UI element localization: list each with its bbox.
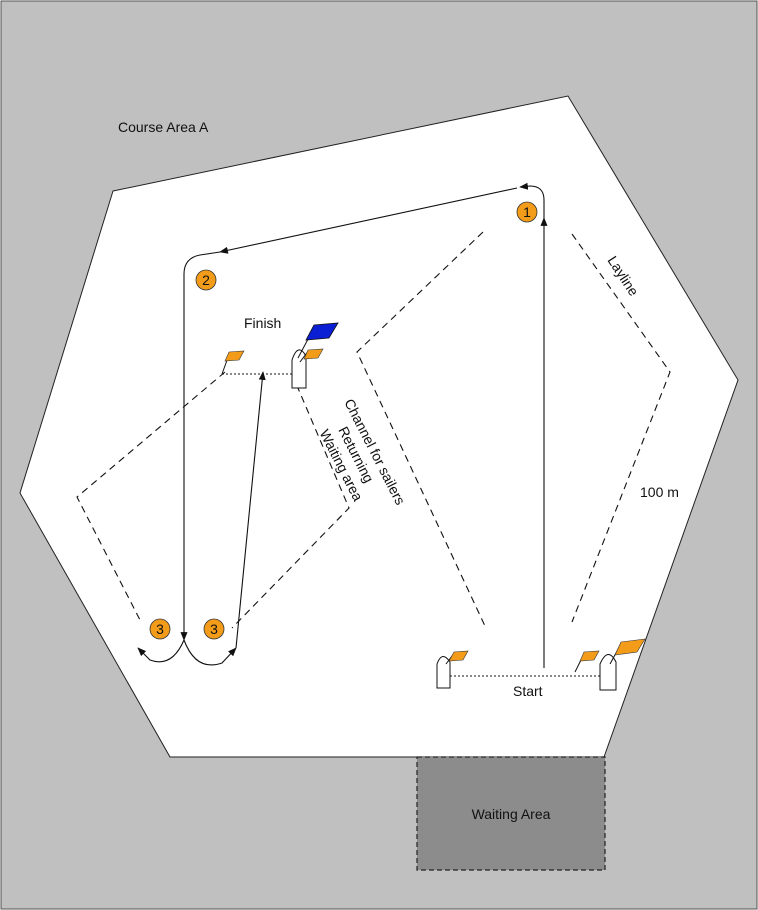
committee-boat-flag: [609, 638, 646, 665]
finish-pin-flag: [221, 350, 245, 375]
finish-blue-flag: [297, 322, 339, 359]
finish-label: Finish: [244, 315, 281, 331]
finish-boat-orange-flag: [299, 348, 324, 363]
channel-right-edge: [231, 373, 350, 629]
mark-3-right-number: 3: [210, 621, 218, 637]
mark-2: 2: [195, 269, 217, 291]
layline-right: [571, 233, 671, 623]
mark-1: 1: [516, 201, 538, 223]
start-orange-flag: [574, 650, 600, 673]
mark-3-left: 3: [149, 618, 171, 640]
start-label: Start: [513, 683, 543, 699]
waiting-area-box: [416, 756, 606, 871]
committee-boat: [599, 654, 617, 691]
mark-1-number: 1: [523, 204, 531, 220]
returning-channel: [76, 371, 350, 629]
route-mark-2-to-mark-3: [180, 251, 221, 641]
mark-2-number: 2: [202, 272, 210, 288]
route-loop-left: [137, 639, 185, 663]
start-pin-boat: [436, 656, 451, 689]
route-loop-right: [183, 639, 237, 666]
layline-left: [356, 231, 486, 627]
laylines: [356, 231, 671, 627]
start-pin-flag: [445, 650, 469, 665]
route-mark-1-to-mark-2: [219, 187, 518, 254]
sailing-route: [137, 182, 548, 668]
mark-3-left-number: 3: [156, 621, 164, 637]
waiting-area-label: Waiting Area: [472, 806, 551, 822]
channel-left-edge: [76, 371, 226, 621]
course-area-label: Course Area A: [118, 119, 209, 135]
route-to-finish: [235, 371, 266, 649]
distance-label: 100 m: [640, 484, 679, 500]
mark-3-right: 3: [203, 618, 225, 640]
route-rounding-mark-1: [519, 182, 545, 218]
